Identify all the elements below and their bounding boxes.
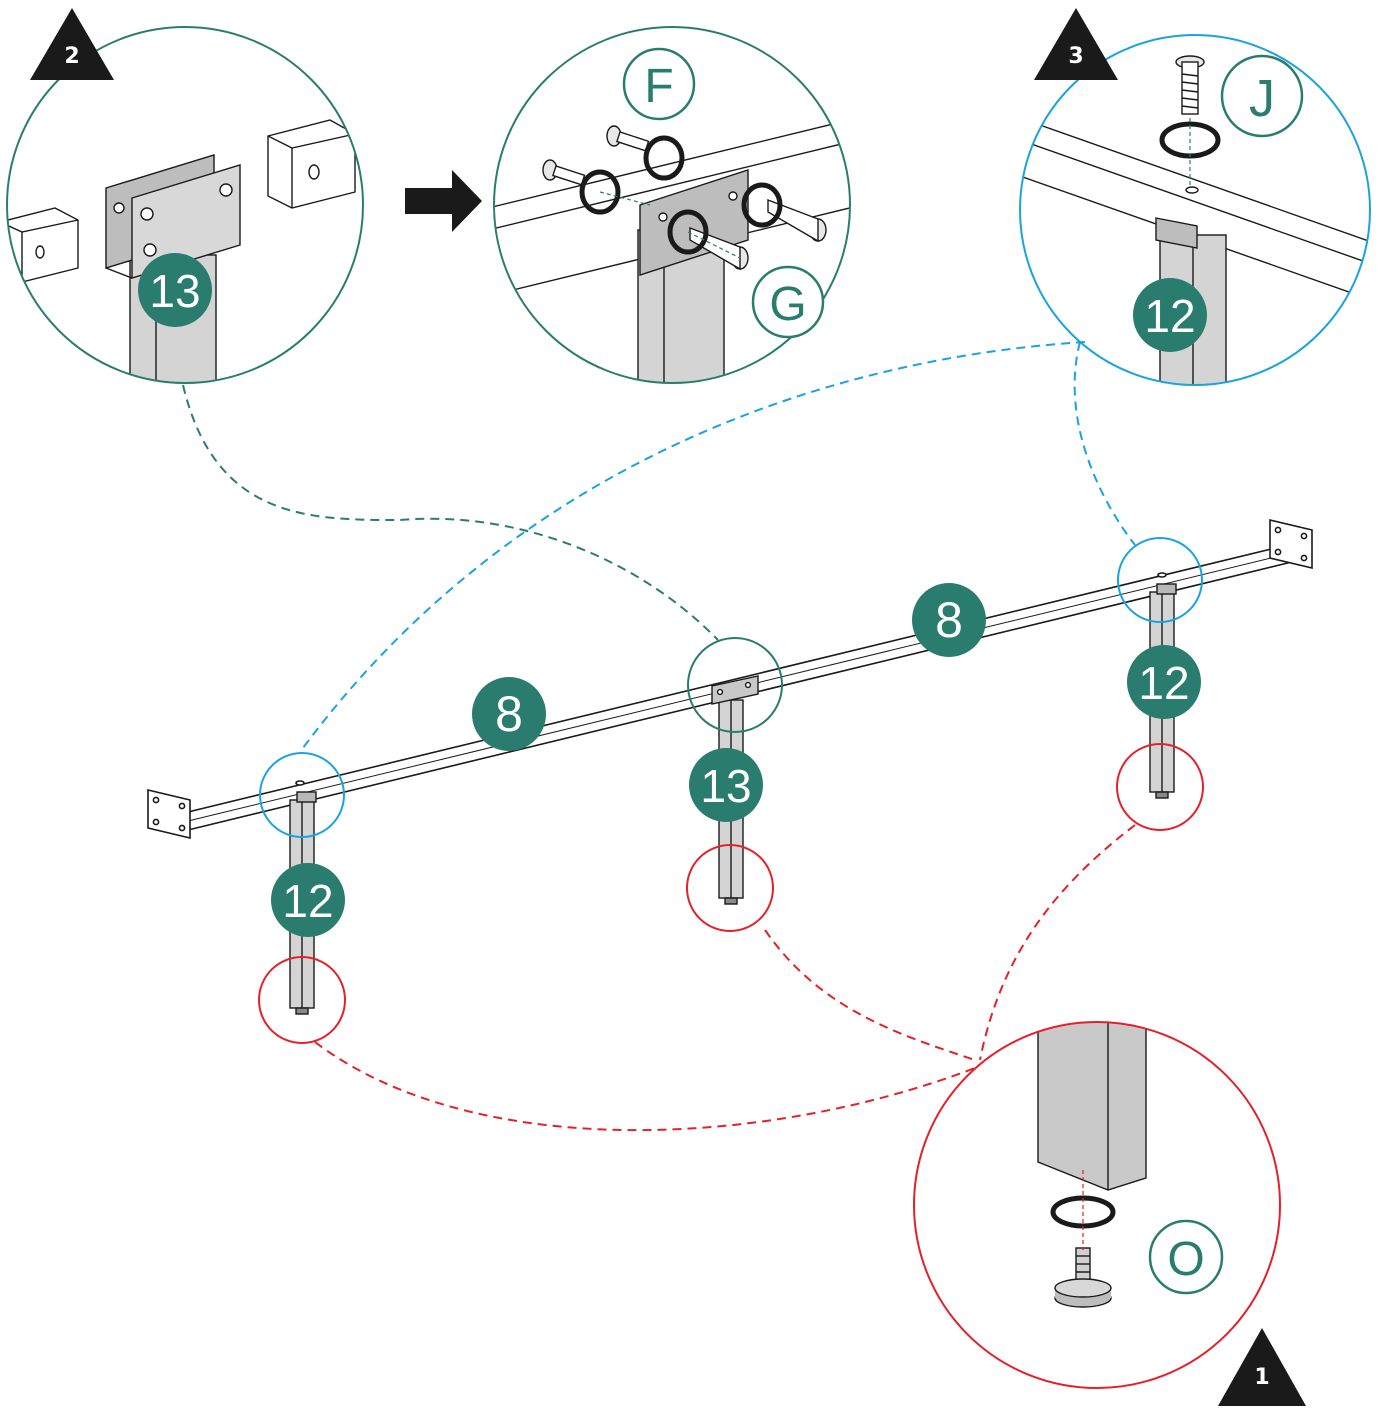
blue-highlight-left <box>259 752 345 838</box>
bolt-j-label: J <box>1249 70 1275 128</box>
left-end-bracket <box>147 788 191 840</box>
foot-o-label: O <box>1167 1233 1204 1286</box>
step-1-label: 1 <box>1254 1365 1269 1390</box>
step-1-marker: 1 <box>1218 1328 1306 1406</box>
badge-leg-right: 12 <box>1127 645 1201 719</box>
step-2-marker: 2 <box>30 8 114 80</box>
leg-left-label: 12 <box>282 875 333 927</box>
bolt-g-badge: G <box>751 265 825 339</box>
teal-connector <box>182 384 719 641</box>
rotate-arrow-icon <box>579 135 783 255</box>
red-highlight-center <box>686 844 774 932</box>
blue-connector-left <box>299 341 1086 753</box>
step-3-marker: 3 <box>1034 8 1118 80</box>
detail3-leg-label: 12 <box>1144 290 1195 342</box>
detail-step-3: 12 J <box>1019 34 1371 386</box>
detail2-leg-label: 13 <box>149 265 200 317</box>
blue-highlight-right <box>1117 537 1203 623</box>
rail-left-label: 8 <box>495 686 523 742</box>
teal-highlight-center <box>687 637 783 733</box>
foot-o-badge: O <box>1148 1219 1224 1295</box>
red-connector-center <box>764 929 976 1061</box>
red-highlight-right <box>1116 743 1204 831</box>
leg-right-label: 12 <box>1138 657 1189 709</box>
detail-step-2: 13 <box>6 26 364 384</box>
detail2-badge: 13 <box>138 253 212 327</box>
step-2-label: 2 <box>64 44 79 69</box>
red-connector-left <box>314 1041 976 1132</box>
badge-rail-right: 8 <box>912 583 986 657</box>
bolt-g-label: G <box>769 278 806 331</box>
blue-connector-right <box>1073 341 1136 546</box>
badge-rail-left: 8 <box>472 677 546 751</box>
bolt-f-label: F <box>644 60 673 113</box>
bolt-j-badge: J <box>1220 54 1304 138</box>
red-highlight-left <box>258 956 346 1044</box>
badge-leg-center: 13 <box>689 748 763 822</box>
highlight-circles <box>258 537 1204 1044</box>
connector-lines <box>182 341 1136 1132</box>
detail-bolts-fg: F G <box>493 26 851 384</box>
leg-center-label: 13 <box>700 760 751 812</box>
bolt-f-badge: F <box>622 47 696 121</box>
detail-step-1: O <box>913 1021 1281 1389</box>
step-3-label: 3 <box>1068 44 1083 69</box>
rail-right-label: 8 <box>935 592 963 648</box>
detail3-badge: 12 <box>1133 278 1207 352</box>
badge-leg-left: 12 <box>271 863 345 937</box>
right-arrow-icon <box>405 170 482 232</box>
part-badges: 8 8 12 13 12 <box>271 583 1201 937</box>
right-end-bracket <box>1269 518 1313 570</box>
